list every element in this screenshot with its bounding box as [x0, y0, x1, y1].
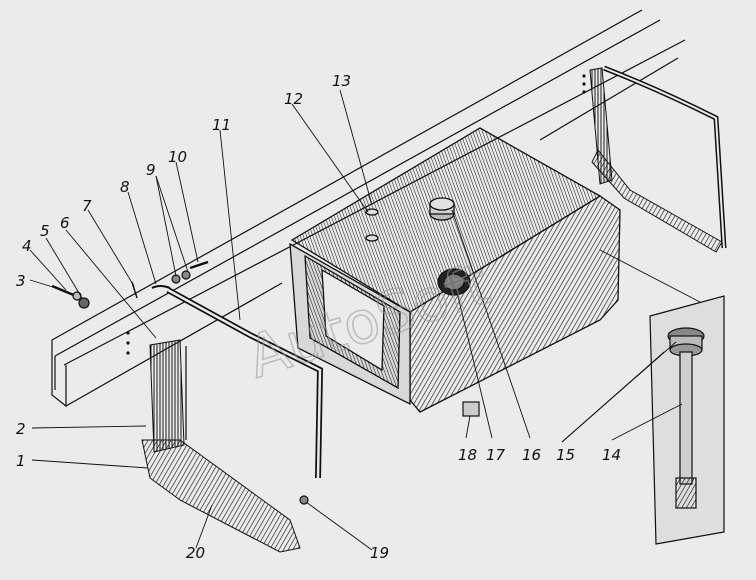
callout-4: 4: [22, 237, 32, 255]
leader-lines: [29, 89, 701, 551]
callout-14: 14: [602, 446, 621, 464]
hardware: [51, 260, 480, 505]
callout-19: 19: [370, 544, 389, 562]
callout-5: 5: [40, 222, 50, 240]
tank-strap: [166, 287, 324, 479]
callout-15: 15: [556, 446, 575, 464]
callout-13: 13: [332, 72, 351, 90]
callout-8: 8: [120, 178, 130, 196]
callout-11: 11: [212, 116, 231, 134]
callout-20: 20: [186, 544, 205, 562]
fuel-sender-inset: [649, 295, 725, 545]
callout-16: 16: [522, 446, 541, 464]
fuel-tank: [289, 127, 621, 413]
callouts: 1 2 3 4 5 6 7 8 9 10 11 12 13 14 15 16 1…: [16, 72, 621, 562]
rear-bracket: [582, 65, 727, 253]
callout-6: 6: [60, 214, 70, 232]
callout-3: 3: [16, 272, 26, 290]
callout-17: 17: [486, 446, 506, 464]
callout-10: 10: [168, 148, 187, 166]
callout-7: 7: [82, 197, 92, 215]
callout-12: 12: [284, 90, 303, 108]
callout-1: 1: [16, 452, 26, 470]
front-bracket: [126, 331, 301, 553]
callout-2: 2: [16, 420, 26, 438]
callout-9: 9: [146, 161, 156, 179]
callout-18: 18: [458, 446, 477, 464]
